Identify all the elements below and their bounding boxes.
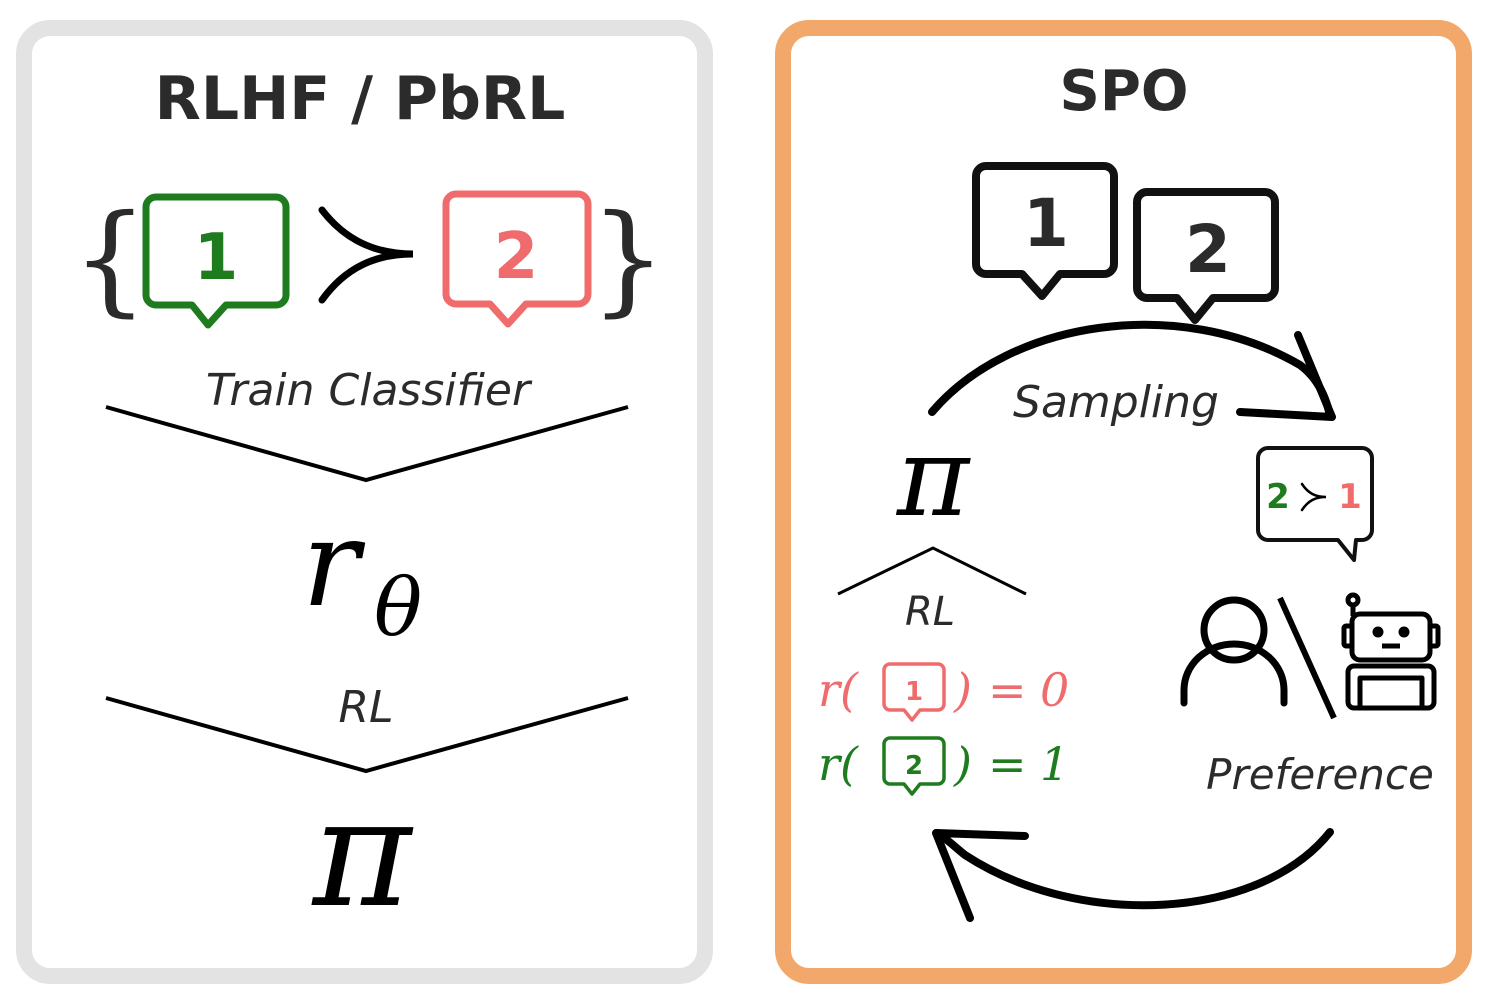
down-chevron-2 — [105, 696, 629, 774]
reward-row-1-bubble-label: 1 — [905, 677, 923, 707]
preference-bubble-icon — [1256, 446, 1374, 562]
sampling-label: Sampling — [1013, 377, 1219, 428]
reward-row-2-suffix: ) — [953, 737, 972, 791]
reward-row-1: r( 1 ) = 0 — [818, 662, 1069, 722]
reward-row-1-bubble-icon — [882, 662, 946, 722]
bubble-2-label: 2 — [494, 220, 539, 294]
reward-row-1-value: 0 — [1040, 663, 1069, 717]
return-arrowhead-icon — [932, 829, 1029, 922]
reward-row-2-prefix: r( — [818, 737, 859, 791]
reward-row-1-equals: = — [988, 663, 1027, 717]
reward-row-2-bubble-label: 2 — [905, 751, 923, 781]
reward-row-2-value: 1 — [1040, 737, 1069, 791]
right-rl-label: RL — [905, 589, 955, 635]
reward-row-1-prefix: r( — [818, 663, 859, 717]
robot-icon — [1341, 592, 1441, 711]
left-title: RLHF / PbRL — [155, 64, 566, 134]
person-icon — [1180, 596, 1288, 707]
reward-symbol: r — [302, 495, 366, 634]
sample-bubble-2-icon — [1133, 188, 1279, 324]
open-brace: { — [72, 190, 148, 329]
preference-label: Preference — [1206, 750, 1434, 799]
preference-bubble-left: 2 — [1266, 477, 1290, 517]
down-chevron-1 — [105, 405, 629, 483]
succ-symbol — [318, 206, 414, 304]
preference-succ-symbol — [1300, 482, 1327, 512]
reward-subscript: θ — [374, 561, 422, 654]
sample-bubble-1-label: 1 — [1023, 185, 1069, 262]
person-robot-separator — [1277, 596, 1337, 720]
sample-bubble-1-icon — [972, 162, 1118, 300]
close-brace: } — [590, 190, 666, 329]
return-arc-arrow — [936, 828, 1334, 910]
reward-row-2-bubble-icon — [882, 736, 946, 796]
sampling-arrowhead-icon — [1236, 331, 1336, 421]
bubble-1-label: 1 — [194, 221, 239, 295]
up-chevron — [837, 546, 1027, 596]
bubble-1-green-icon — [142, 193, 290, 329]
sample-bubble-2-label: 2 — [1185, 211, 1231, 288]
right-policy-symbol: π — [896, 413, 971, 541]
reward-row-2: r( 2 ) = 1 — [818, 736, 1069, 796]
right-title: SPO — [1060, 59, 1189, 124]
bubble-2-red-icon — [442, 190, 592, 328]
preference-bubble-right: 1 — [1338, 477, 1362, 517]
left-policy-symbol: π — [311, 767, 414, 941]
reward-row-2-equals: = — [988, 737, 1027, 791]
train-classifier-label: Train Classifier — [206, 365, 533, 416]
left-rl-label: RL — [338, 682, 393, 733]
reward-row-1-suffix: ) — [953, 663, 972, 717]
right-panel — [775, 20, 1472, 984]
